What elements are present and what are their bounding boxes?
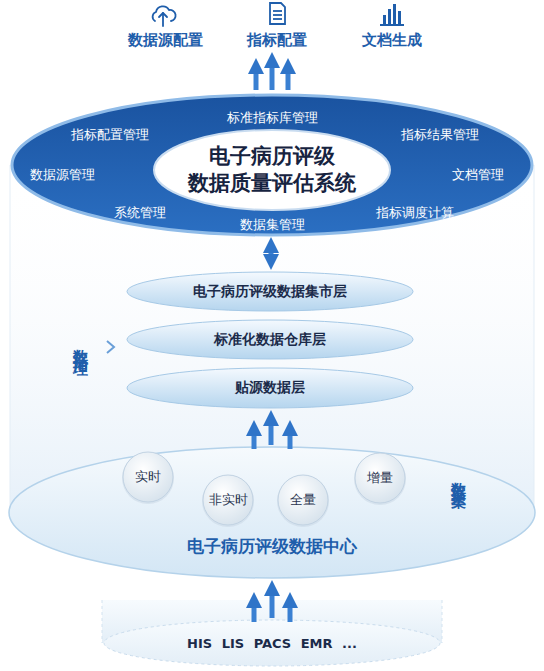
node-text: 贴源数据层 <box>235 379 305 397</box>
node-text: 全量 <box>290 492 316 509</box>
cylinder-side <box>534 165 535 510</box>
disc-ellipse <box>9 447 535 578</box>
core-ellipse <box>154 130 390 210</box>
module-name: 数据集管理 <box>240 217 305 234</box>
output-arrow <box>286 74 291 90</box>
data-center-disc-outline <box>7 445 537 580</box>
module-name: 系统管理 <box>114 205 166 222</box>
layer-ellipse <box>127 272 413 311</box>
module-name: 数据源管理 <box>30 167 95 184</box>
output-label: 指标配置 <box>247 31 307 50</box>
data-layer: 贴源数据层 <box>125 366 415 410</box>
flow-arrow <box>270 596 275 618</box>
base-ellipse <box>104 620 440 666</box>
module-name: 标准指标库管理 <box>227 110 318 127</box>
node-text: 增量 <box>367 470 393 487</box>
node-text: 电子病历评级数据中心 <box>7 535 537 558</box>
node-text: HIS LIS PACS EMR ... <box>187 636 357 651</box>
data-center-disc: 电子病历评级数据中心 实时非实时 全量 增量 <box>7 445 537 580</box>
node-text: 标准化数据仓库层 <box>214 331 326 349</box>
circle-fill <box>355 453 405 503</box>
side-label: 数据治理 <box>71 337 90 353</box>
base-cylinder-side <box>102 600 103 643</box>
node-text: 非实时 <box>209 492 248 509</box>
node-text: 实时 <box>135 469 161 486</box>
circle-shadow <box>202 475 254 527</box>
module-name: 指标调度计算 <box>376 205 454 222</box>
collection-mode-circle: 实时 <box>121 450 175 504</box>
circle-shadow <box>122 452 174 504</box>
collection-mode-circle: 增量 <box>353 451 407 505</box>
side-label: 数据采集 <box>449 470 468 486</box>
chart-icon <box>380 4 404 26</box>
circle-shadow <box>354 453 406 505</box>
cylinder-side <box>10 165 11 510</box>
data-layer: 电子病历评级数据集市层 <box>125 270 415 313</box>
module-name: 指标配置管理 <box>71 127 149 144</box>
flow-arrow <box>269 253 274 254</box>
ring-ellipse <box>12 95 532 235</box>
node-text: 电子病历评级数据集市层 <box>193 283 347 301</box>
system-core-outline <box>152 128 392 212</box>
system-ring: 标准指标库管理指标配置管理 指标结果管理数据源管理 文档管理系统管理 指标调度计算数据… <box>10 93 534 237</box>
collection-mode-circle: 全量 <box>276 473 330 527</box>
output-label: 数据源配置 <box>128 31 203 50</box>
data-layer: 标准化数据仓库层 <box>125 318 415 361</box>
pointer-chevron <box>107 341 114 353</box>
circle-fill <box>278 475 328 525</box>
output-label: 文档生成 <box>362 31 422 50</box>
document-icon <box>270 3 285 24</box>
flow-arrow-decor <box>252 436 257 449</box>
circle-fill <box>123 452 173 502</box>
flow-arrow-decor <box>288 436 293 449</box>
source-systems-base: HIS LIS PACS EMR ... <box>102 618 442 668</box>
collection-mode-circle: 非实时 <box>201 473 255 527</box>
output-arrow <box>270 68 275 90</box>
system-core: 电子病历评级 数据质量评估系统 <box>152 128 392 212</box>
datasource-icon <box>153 6 176 26</box>
circle-fill <box>203 475 253 525</box>
node-text: 电子病历评级 数据质量评估系统 <box>177 143 367 198</box>
layer-ellipse <box>127 368 413 408</box>
flow-arrow-decor <box>288 608 293 622</box>
flow-arrow-decor <box>252 608 257 622</box>
layer-ellipse <box>127 320 413 359</box>
circle-shadow <box>277 475 329 527</box>
module-name: 文档管理 <box>452 167 504 184</box>
base-cylinder-side <box>442 600 443 643</box>
output-arrow <box>254 74 259 90</box>
module-name: 指标结果管理 <box>401 127 479 144</box>
flow-arrow <box>269 426 274 445</box>
